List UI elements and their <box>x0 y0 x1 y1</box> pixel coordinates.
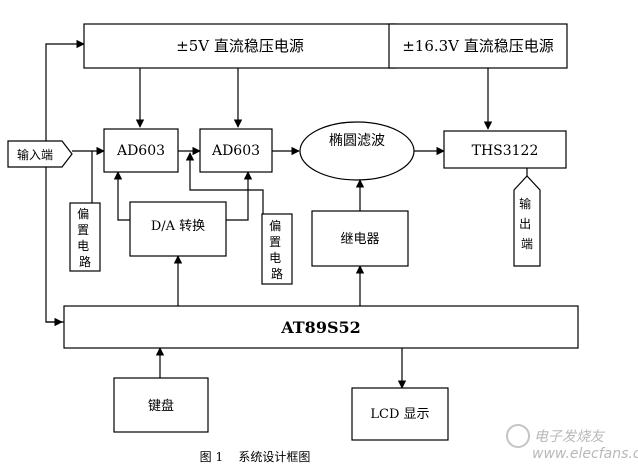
watermark-text: 电子发烧友 <box>534 429 606 445</box>
watermark-logo-icon <box>506 424 530 448</box>
node-da-label: D/A 转换 <box>151 219 205 234</box>
node-filter: 椭圆滤波 <box>299 121 415 181</box>
node-keyboard: 键盘 <box>113 377 209 433</box>
node-mcu: AT89S52 <box>63 305 579 349</box>
edge-da-to-ad603a <box>113 171 130 221</box>
node-psu163: ±16.3V 直流稳压电源 <box>388 23 568 69</box>
node-output-char: 端 <box>521 237 533 251</box>
node-ad603a: AD603 <box>103 128 179 173</box>
node-bias1-char: 偏 <box>77 206 89 221</box>
edge-da-to-ad603b <box>226 171 253 221</box>
node-output: 输 出 端 <box>513 175 541 267</box>
node-mcu-label: AT89S52 <box>280 318 361 337</box>
node-relay: 继电器 <box>311 210 409 267</box>
node-bias1-char: 置 <box>77 223 89 237</box>
node-lcd-label: LCD 显示 <box>370 407 429 422</box>
node-output-char: 出 <box>519 217 531 231</box>
node-output-label: 输 出 端 <box>519 196 535 251</box>
node-bias1: 偏 置 电 路 <box>69 202 101 272</box>
node-bias1-char: 电 <box>77 239 89 253</box>
node-bias2-char: 置 <box>269 235 281 249</box>
node-input-label: 输入端 <box>17 147 53 162</box>
node-psu5: ±5V 直流稳压电源 <box>83 23 397 69</box>
edge-bias2-to-ad603b <box>185 152 264 214</box>
node-bias2-char: 路 <box>271 266 283 281</box>
node-ths-label: THS3122 <box>472 143 539 159</box>
node-output-char: 输 <box>519 196 531 211</box>
node-ths: THS3122 <box>443 130 567 169</box>
node-bias2-label: 偏 置 电 路 <box>269 218 285 281</box>
node-bias1-label: 偏 置 电 路 <box>77 206 93 269</box>
node-bias2: 偏 置 电 路 <box>261 213 293 285</box>
node-da: D/A 转换 <box>129 201 227 257</box>
node-keyboard-label: 键盘 <box>148 398 174 414</box>
watermark: 电子发烧友 www.elecfans.com <box>506 424 638 462</box>
edges <box>45 39 528 389</box>
node-bias2-char: 电 <box>269 251 281 265</box>
node-psu5-label: ±5V 直流稳压电源 <box>176 37 304 55</box>
node-psu163-label: ±16.3V 直流稳压电源 <box>402 37 554 55</box>
node-ad603b: AD603 <box>199 128 273 173</box>
node-filter-label: 椭圆滤波 <box>329 133 385 149</box>
node-ad603a-label: AD603 <box>116 143 165 159</box>
node-relay-label: 继电器 <box>340 232 379 247</box>
node-bias2-char: 偏 <box>269 218 281 233</box>
figure-caption: 图 1 系统设计框图 <box>200 450 311 464</box>
node-input: 输入端 <box>7 140 73 168</box>
watermark-site: www.elecfans.com <box>532 446 638 462</box>
node-bias1-char: 路 <box>79 254 91 269</box>
node-lcd: LCD 显示 <box>351 387 449 441</box>
node-ad603b-label: AD603 <box>211 143 260 159</box>
edge-mcu-to-psu5 <box>45 39 85 323</box>
